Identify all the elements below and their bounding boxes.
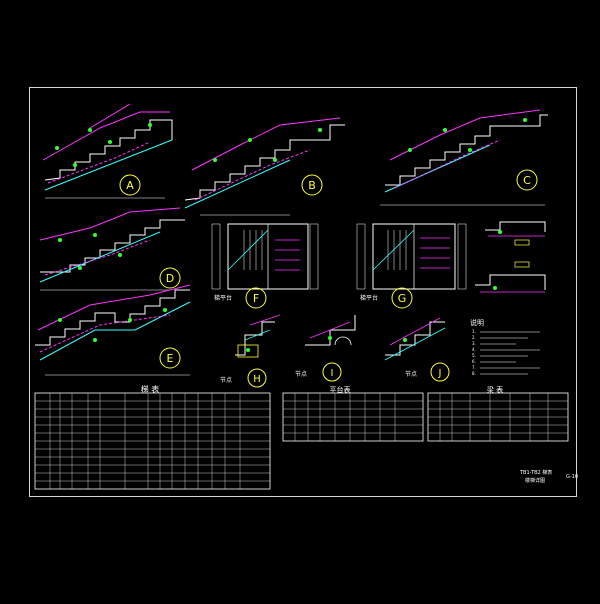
section-label-a-circle [119, 174, 141, 196]
platform-table: 平台表 [282, 385, 424, 442]
beam-details-right [475, 221, 546, 293]
beam-table: 梁 表 [427, 385, 569, 442]
title-line-2: 楼梯详图 [525, 477, 545, 484]
section-label-g-circle [391, 287, 413, 309]
note-line-label: 7. [472, 365, 476, 370]
section-label-h: H [253, 374, 261, 385]
note-line-label: 4. [472, 347, 476, 352]
stair-table-title: 梯 表 [141, 384, 160, 394]
section-label-a: A [126, 179, 134, 192]
stair-table: 梯 表 [34, 384, 271, 490]
detail-j: J 节点 [384, 317, 450, 382]
section-label-f-circle [245, 287, 267, 309]
notes-lines: 1.2.3.4.5.6.7.8. [472, 329, 540, 376]
detail-h-label: 节点 [220, 376, 232, 384]
plan-g-label: 梯平台 [360, 294, 378, 302]
section-label-b: B [308, 179, 316, 192]
stair-section-c: C [380, 109, 548, 206]
section-label-j-circle [430, 362, 450, 382]
section-label-e: E [167, 352, 174, 365]
stair-section-e: E [35, 284, 191, 376]
detail-i-label: 节点 [295, 370, 307, 378]
section-label-c-circle [516, 169, 538, 191]
section-label-h-circle [247, 368, 267, 388]
stair-section-b: B [184, 117, 345, 216]
section-label-e-circle [159, 347, 181, 369]
platform-table-grid [283, 393, 423, 441]
drawing-frame [29, 87, 577, 497]
sheet-number: G-10 [566, 474, 578, 480]
platform-table-title: 平台表 [330, 385, 351, 394]
note-line-label: 1. [472, 329, 476, 334]
section-label-g: G [398, 292, 407, 305]
note-line-label: 5. [472, 353, 476, 358]
beam-table-grid [428, 393, 568, 441]
stair-table-grid [35, 393, 270, 489]
detail-j-label: 节点 [405, 370, 417, 378]
section-label-f: F [253, 292, 259, 305]
detail-h: H 节点 [220, 314, 281, 388]
detail-i: I 节点 [295, 315, 356, 382]
beam-table-title: 梁 表 [487, 385, 503, 394]
note-line-label: 6. [472, 359, 476, 364]
stair-plan-g: G 梯平台 [356, 223, 467, 309]
section-label-i-circle [322, 362, 342, 382]
note-line-label: 2. [472, 335, 476, 340]
section-label-b-circle [301, 174, 323, 196]
stair-section-d: D [39, 207, 185, 291]
notes-heading: 说明 [470, 318, 484, 327]
title-block: TB1-TB2 梯表 楼梯详图 G-10 [519, 469, 578, 484]
note-line-label: 8. [472, 371, 476, 376]
plan-f-label: 梯平台 [214, 294, 232, 302]
note-line-label: 3. [472, 341, 476, 346]
stair-plan-f: F 梯平台 [211, 223, 319, 309]
section-label-d-circle [159, 267, 181, 289]
section-label-i: I [331, 368, 334, 379]
notes-block: 说明 1.2.3.4.5.6.7.8. [470, 318, 540, 376]
section-label-d: D [166, 272, 174, 285]
stair-section-a: A [42, 103, 173, 199]
section-label-c: C [523, 174, 531, 187]
title-line-1: TB1-TB2 梯表 [519, 469, 552, 476]
section-label-j: J [438, 368, 442, 379]
